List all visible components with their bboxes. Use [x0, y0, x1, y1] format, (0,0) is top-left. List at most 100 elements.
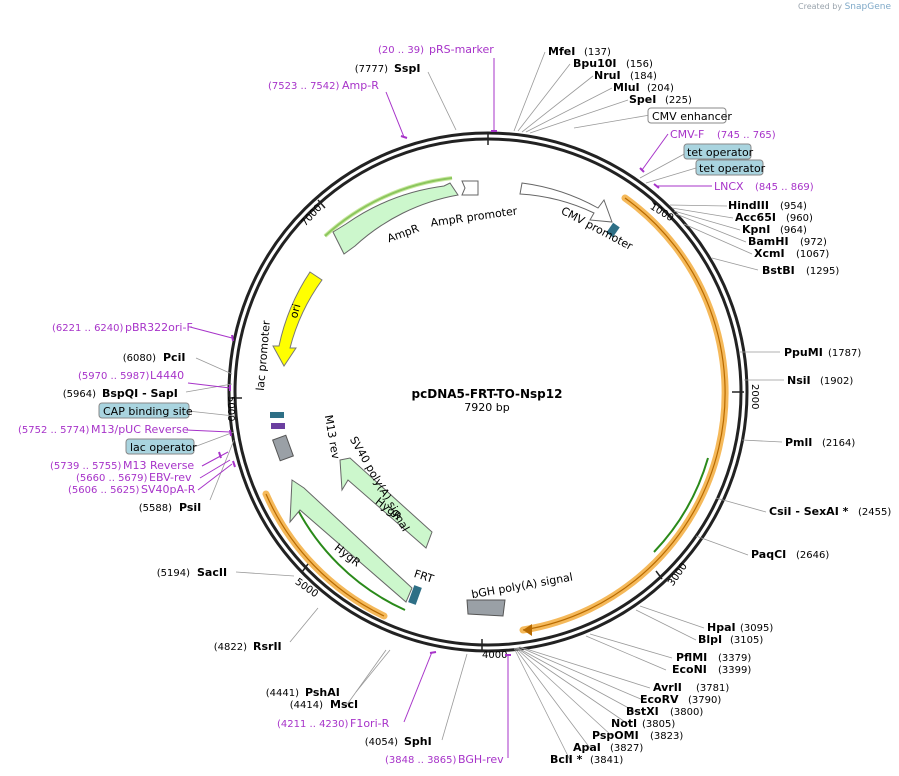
site-xcmi-pos: (1067) — [796, 249, 829, 260]
feature-label-ori: ori — [287, 302, 303, 319]
orf-green-right — [653, 457, 709, 553]
site-sspi: SspI — [394, 62, 420, 75]
box-connectors — [187, 114, 697, 448]
snapgene-credit: Created by SnapGene — [798, 2, 891, 12]
site-msci: MscI — [330, 698, 358, 711]
feature-label-ampr: AmpR — [385, 222, 421, 246]
site-sacii-pos: (5194) — [157, 568, 190, 579]
primer-cmv-f-pos: (745 .. 765) — [717, 130, 776, 141]
orf-line-main — [522, 197, 726, 631]
site-bamhi: BamHI — [748, 235, 789, 248]
site-csii-sexai: CsiI - SexAI * — [769, 505, 849, 518]
ampr-promoter-arrow — [461, 180, 479, 196]
hygr-arrow-upper — [339, 457, 433, 549]
ori-arrow — [272, 271, 323, 367]
tet-operator-mark — [606, 222, 620, 238]
box-lac-operator — [125, 438, 195, 455]
site-sphi: SphI — [404, 735, 432, 748]
site-bpu10i: Bpu10I — [573, 57, 617, 70]
orf-green-left — [291, 497, 406, 611]
snapgene-logo: SnapGene — [844, 2, 891, 12]
tick-5000-lower: 5000 — [293, 577, 320, 601]
site-pflmi-pos: (3379) — [718, 653, 751, 664]
site-sphi-pos: (4054) — [365, 737, 398, 748]
feature-label-frt: FRT — [412, 567, 435, 586]
primer-f1ori-r-pos: (4211 .. 4230) — [277, 719, 349, 730]
site-hpai: HpaI — [707, 621, 736, 634]
primer-bgh-rev: BGH-rev — [458, 753, 504, 766]
primer-m13-reverse: M13 Reverse — [123, 459, 194, 472]
site-mlui: MluI — [613, 81, 640, 94]
primer-pbr322ori-f-pos: (6221 .. 6240) — [52, 323, 124, 334]
feature-label-m13-rev: M13 rev — [322, 414, 343, 461]
tick-6000: 5000 — [225, 396, 236, 421]
cmv-promoter-arrow — [519, 182, 613, 223]
primer-cmv-f: CMV-F — [670, 128, 704, 141]
box-tet-operator-2-label: tet operator — [699, 162, 766, 175]
boxed-labels: CMV enhancer tet operator tet operator C… — [98, 107, 766, 455]
orf-line-left — [265, 493, 385, 617]
box-cap-binding-site-label: CAP binding site — [103, 405, 193, 418]
site-ppumi-pos: (1787) — [828, 348, 861, 359]
primer-ebv-rev: EBV-rev — [149, 471, 192, 484]
site-bcli: BclI * — [550, 753, 583, 766]
primer-m13puc-rev: M13/pUC Reverse — [91, 423, 189, 436]
site-hindiii-pos: (954) — [780, 201, 807, 212]
site-spei: SpeI — [629, 93, 656, 106]
site-bstxi-pos: (3800) — [670, 707, 703, 718]
primer-bgh-rev-pos: (3848 .. 3865) — [385, 755, 457, 766]
plasmid-name: pcDNA5-FRT-TO-Nsp12 — [412, 387, 563, 401]
site-rsrii: RsrII — [253, 640, 282, 653]
primer-amp-r-pos: (7523 .. 7542) — [268, 81, 340, 92]
site-nsii-pos: (1902) — [820, 376, 853, 387]
box-cmv-enhancer — [647, 107, 727, 124]
orf-green-top-band — [323, 176, 453, 238]
lac-operator-mark — [270, 412, 284, 418]
primer-prs-marker-pos: (20 .. 39) — [378, 45, 424, 56]
site-bcli-pos: (3841) — [590, 755, 623, 766]
site-ecorv-pos: (3790) — [688, 695, 721, 706]
site-csii-sexai-pos: (2455) — [858, 507, 891, 518]
site-hpai-pos: (3095) — [740, 623, 773, 634]
site-psii: PsiI — [179, 501, 201, 514]
site-kpni-pos: (964) — [780, 225, 807, 236]
site-kpni: KpnI — [742, 223, 770, 236]
primer-amp-r: Amp-R — [342, 79, 379, 92]
box-cmv-enhancer-label: CMV enhancer — [652, 110, 732, 123]
site-bstbi-pos: (1295) — [806, 266, 839, 277]
site-xcmi: XcmI — [754, 247, 785, 260]
site-ecorv: EcoRV — [640, 693, 679, 706]
site-mlui-pos: (204) — [647, 83, 674, 94]
site-bstxi: BstXI — [626, 705, 659, 718]
site-connectors-right — [513, 51, 784, 761]
site-econi-pos: (3399) — [718, 665, 751, 676]
orf-arrowhead-main — [523, 624, 532, 636]
primer-ebv-rev-pos: (5660 .. 5679) — [76, 473, 148, 484]
site-pspomi-pos: (3823) — [650, 731, 683, 742]
primer-sv40pa-r-pos: (5606 .. 5625) — [68, 485, 140, 496]
tick-2000: 2000 — [749, 384, 760, 409]
site-msci-pos: (4414) — [290, 700, 323, 711]
site-pshai-pos: (4441) — [266, 688, 299, 699]
credit-prefix: Created by — [798, 2, 843, 11]
primer-lncx-pos: (845 .. 869) — [755, 182, 814, 193]
site-hindiii: HindIII — [728, 199, 769, 212]
primer-lncx: LNCX — [714, 180, 744, 193]
tick-4000: 4000 — [482, 650, 507, 661]
site-blpi-pos: (3105) — [730, 635, 763, 646]
primer-m13puc-rev-pos: (5752 .. 5774) — [18, 425, 90, 436]
site-apai-pos: (3827) — [610, 743, 643, 754]
primer-prs-marker: pRS-marker — [429, 43, 494, 56]
sites-right-labels: MfeI (137) Bpu10I (156) NruI (184) MluI … — [548, 45, 891, 766]
site-sacii: SacII — [197, 566, 227, 579]
primer-labels: (20 .. 39) pRS-marker (7523 .. 7542) Amp… — [18, 43, 814, 766]
box-tet-operator-1 — [683, 143, 752, 160]
hygr-arrow-lower — [289, 479, 413, 603]
box-cap-binding-site — [98, 402, 190, 419]
tick-7000: 7000 — [299, 203, 324, 229]
primer-sv40pa-r: SV40pA-R — [141, 483, 196, 496]
site-connectors-left — [185, 71, 468, 741]
site-bstbi: BstBI — [762, 264, 795, 277]
site-pmli: PmlI — [785, 436, 812, 449]
